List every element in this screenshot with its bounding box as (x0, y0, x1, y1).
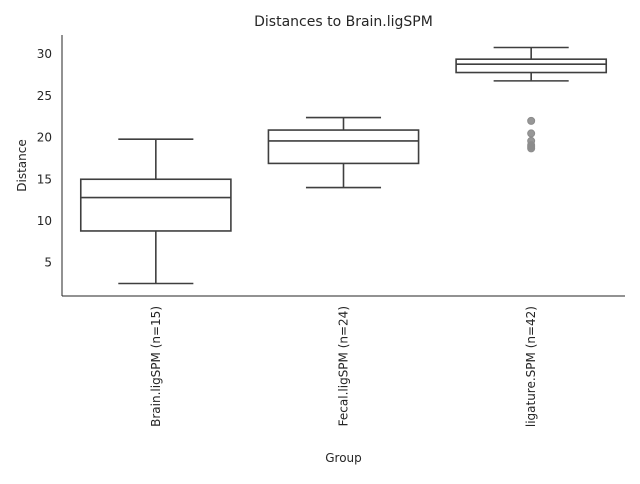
x-tick-labels: Brain.ligSPM (n=15) Fecal.ligSPM (n=24) li… (149, 306, 538, 427)
y-tick-label: 30 (37, 47, 52, 61)
y-tick-label: 5 (44, 256, 52, 270)
y-axis-label: Distance (15, 139, 29, 191)
y-ticks: 5 10 15 20 25 30 (37, 47, 52, 269)
outlier-point (527, 116, 536, 125)
y-tick-label: 20 (37, 131, 52, 145)
chart-title: Distances to Brain.ligSPM (254, 14, 433, 30)
box-group (79, 138, 232, 285)
x-tick-label: ligature.SPM (n=42) (524, 306, 538, 427)
box-group (267, 116, 420, 189)
axes (61, 35, 625, 297)
outlier-point (527, 129, 536, 138)
x-axis-label: Group (325, 451, 362, 465)
box-iqr (267, 129, 420, 165)
boxes (79, 46, 608, 285)
y-tick-label: 25 (37, 89, 52, 103)
box-iqr (455, 58, 608, 74)
box-iqr (79, 178, 232, 232)
y-tick-label: 15 (37, 172, 52, 186)
y-tick-label: 10 (37, 214, 52, 228)
x-tick-label: Brain.ligSPM (n=15) (149, 306, 163, 427)
outlier-point (527, 144, 536, 153)
box-group (455, 46, 608, 153)
x-tick-label: Fecal.ligSPM (n=24) (337, 306, 351, 426)
